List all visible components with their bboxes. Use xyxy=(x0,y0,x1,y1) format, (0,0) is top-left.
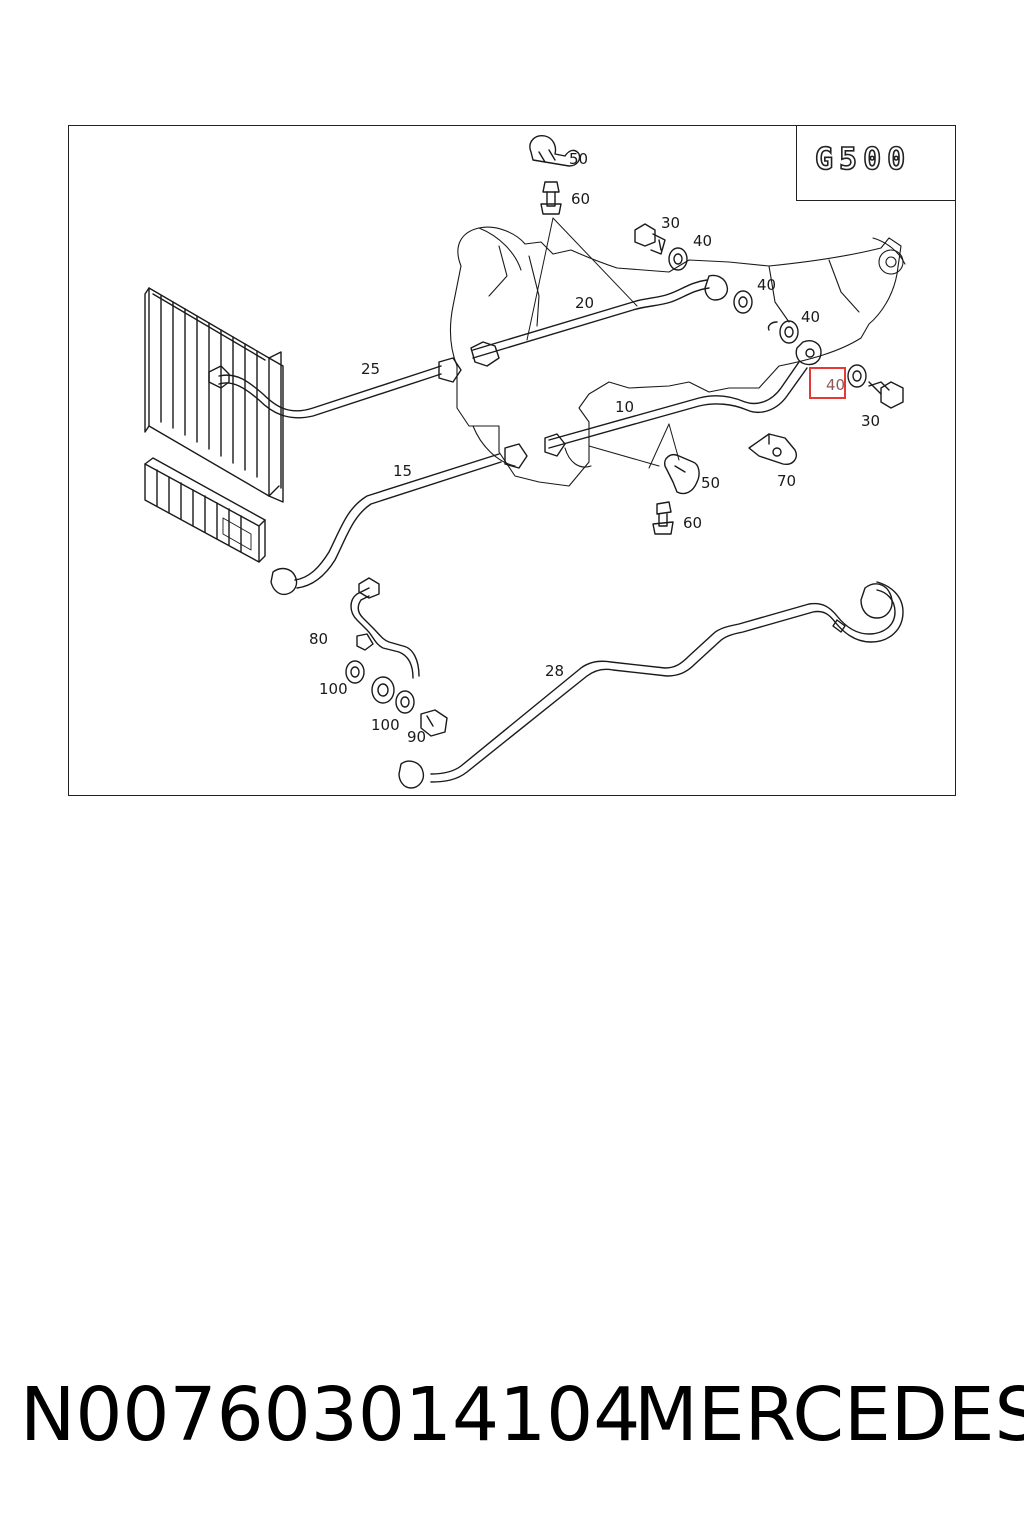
callout-labels: 50 60 30 40 40 40 40 30 20 25 10 15 50 6… xyxy=(309,150,880,746)
highlight-box xyxy=(809,367,846,399)
oil-line-10 xyxy=(544,340,822,457)
callout-60-mid: 60 xyxy=(683,514,702,532)
washer-100-a xyxy=(345,660,365,684)
oil-line-25 xyxy=(208,357,462,419)
callout-90: 90 xyxy=(407,728,426,746)
callout-50-top: 50 xyxy=(569,150,588,168)
radiator xyxy=(144,287,284,503)
washer-40-a xyxy=(668,247,688,271)
diagram-drawing: 50 60 30 40 40 40 40 30 20 25 10 15 50 6… xyxy=(144,135,906,789)
callout-50-mid: 50 xyxy=(701,474,720,492)
washer-40-c xyxy=(767,320,799,344)
callout-10: 10 xyxy=(615,398,634,416)
plug-90 xyxy=(420,709,448,737)
callout-100-b: 100 xyxy=(371,716,400,734)
washer-40-b xyxy=(733,290,753,314)
banjo-fitting xyxy=(371,676,395,704)
oil-cooler xyxy=(144,457,266,563)
model-badge: G500 xyxy=(796,126,955,201)
washer-40-right xyxy=(847,364,867,388)
oil-line-15 xyxy=(270,443,528,596)
bracket-70 xyxy=(748,433,797,465)
callout-70: 70 xyxy=(777,472,796,490)
oil-line-20 xyxy=(470,274,729,367)
oil-line-28 xyxy=(398,581,904,789)
bolt-30-right xyxy=(868,381,904,409)
clip-50-top xyxy=(529,135,581,167)
callout-28: 28 xyxy=(545,662,564,680)
bolt-60-mid xyxy=(652,501,674,535)
callout-40-highlighted: 40 xyxy=(826,376,845,394)
bolt-30-top xyxy=(634,223,666,255)
callout-30-right: 30 xyxy=(861,412,880,430)
callout-60-top: 60 xyxy=(571,190,590,208)
clip-50-mid xyxy=(664,454,700,495)
model-badge-text: G500 xyxy=(814,141,912,178)
brand-name: MERCEDES xyxy=(634,1372,1024,1458)
callout-40-a: 40 xyxy=(693,232,712,250)
callout-30-top: 30 xyxy=(661,214,680,232)
parts-diagram: 50 60 30 40 40 40 40 30 20 25 10 15 50 6… xyxy=(68,125,956,796)
callout-25: 25 xyxy=(361,360,380,378)
oil-line-80 xyxy=(350,577,420,679)
callout-20: 20 xyxy=(575,294,594,312)
callout-15: 15 xyxy=(393,462,412,480)
part-number: N007603014104 xyxy=(20,1372,641,1458)
callout-40-b: 40 xyxy=(757,276,776,294)
callout-80: 80 xyxy=(309,630,328,648)
bolt-60-top xyxy=(540,181,562,215)
transmission-housing xyxy=(449,226,906,487)
leader-lines xyxy=(526,217,680,469)
callout-100-a: 100 xyxy=(319,680,348,698)
callout-40-c: 40 xyxy=(801,308,820,326)
washer-100-b xyxy=(395,690,415,714)
